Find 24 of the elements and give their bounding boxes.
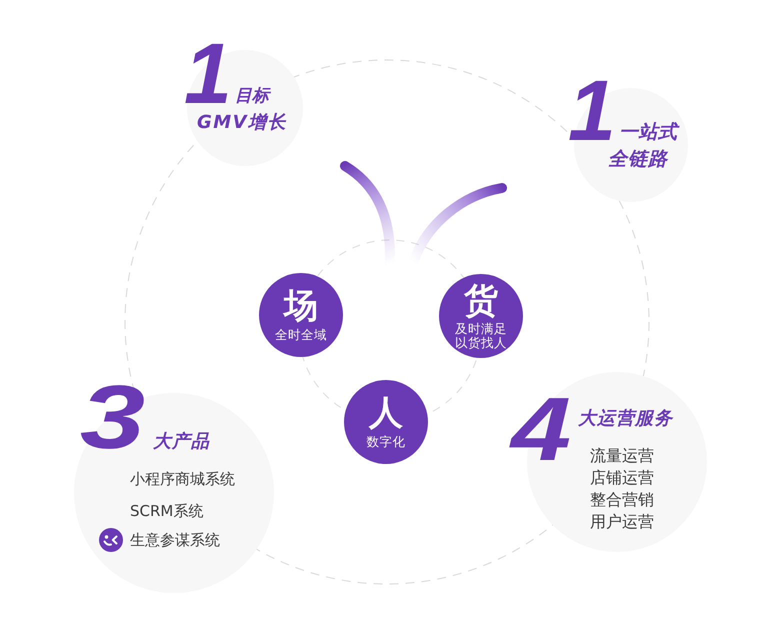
list-item-text: 店铺运营	[590, 468, 654, 488]
pillar-glyph: 货	[464, 282, 498, 320]
pillar-caption: 以货找人	[455, 336, 507, 350]
list-item-text: 小程序商城系统	[130, 470, 235, 488]
big-numeral: 1	[568, 79, 616, 144]
pillar-glyph: 场	[284, 288, 318, 326]
topic-heading: 大产品	[153, 432, 211, 453]
list-item-text: 生意参谋系统	[130, 531, 220, 549]
big-numeral: 1	[184, 42, 232, 106]
topic-heading: 一站式	[619, 122, 680, 144]
topic-heading: GMV增长	[197, 113, 288, 134]
topic-heading: 全链路	[608, 149, 670, 171]
big-numeral: 3	[80, 385, 146, 452]
topic-heading: 大运营服务	[578, 409, 674, 430]
pillar-caption: 全时全域	[275, 328, 327, 342]
pillar-caption: 数字化	[366, 434, 406, 449]
pillar-caption: 及时满足	[455, 322, 507, 336]
pillar-glyph: 人	[369, 395, 403, 433]
topic-heading: 目标	[235, 87, 272, 107]
big-numeral: 4	[511, 397, 572, 464]
list-item-text: 用户运营	[590, 512, 654, 532]
list-item-text: 流量运营	[590, 446, 654, 466]
list-item-text: 整合营销	[590, 490, 654, 510]
list-item-text: SCRM系统	[130, 502, 204, 520]
